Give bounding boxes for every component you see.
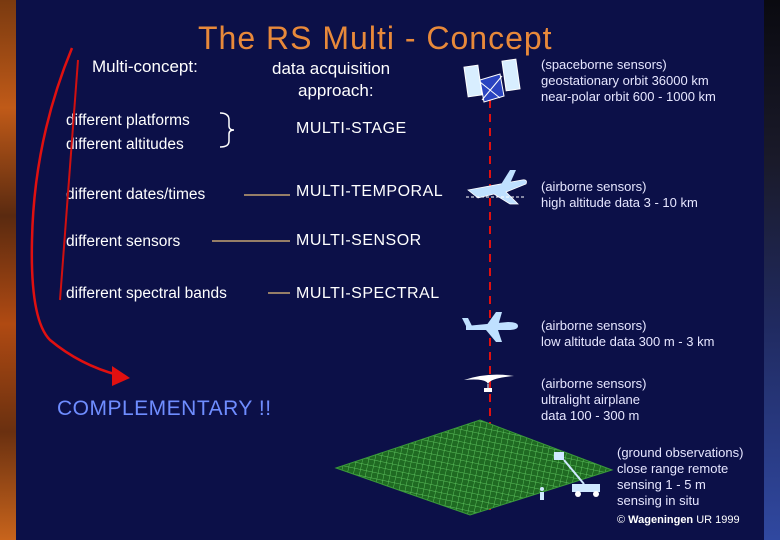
concept-sensors: different sensors [66, 233, 181, 250]
airborne-low-label: (airborne sensors) low altitude data 300… [541, 318, 714, 350]
ground-label: (ground observations) close range remote… [617, 445, 743, 509]
person-icon [540, 487, 544, 500]
data-acquisition-header-line2: approach: [298, 81, 374, 100]
left-photo-strip [0, 0, 16, 540]
stage-multi-temporal: MULTI-TEMPORAL [296, 183, 444, 200]
ground-field [334, 419, 614, 516]
airborne-low-line2: low altitude data 300 m - 3 km [541, 334, 715, 349]
jet-icon [467, 170, 527, 205]
copyright-symbol: © [617, 514, 626, 526]
ground-line1: (ground observations) [617, 445, 744, 460]
slide-title: The RS Multi - Concept [198, 20, 553, 56]
airplane-icon [462, 312, 518, 342]
ultralight-label: (airborne sensors) ultralight airplane d… [541, 376, 647, 424]
ultralight-line2: ultralight airplane [541, 392, 641, 407]
data-acquisition-header-line1: data acquisition [272, 59, 391, 78]
ultralight-line1: (airborne sensors) [541, 376, 647, 391]
spaceborne-line3: near-polar orbit 600 - 1000 km [541, 89, 716, 104]
concept-altitudes: different altitudes [66, 136, 184, 153]
brace-icon [219, 112, 235, 148]
airborne-low-line1: (airborne sensors) [541, 318, 647, 333]
concept-platforms: different platforms [66, 112, 190, 129]
ultralight-icon [464, 374, 514, 392]
stage-multi-spectral: MULTI-SPECTRAL [296, 285, 440, 302]
airborne-high-line1: (airborne sensors) [541, 179, 647, 194]
red-arrow-tail [59, 59, 79, 301]
satellite-icon [463, 58, 521, 103]
spaceborne-line2: geostationary orbit 36000 km [541, 73, 709, 88]
ultralight-line3: data 100 - 300 m [541, 408, 640, 423]
airborne-high-label: (airborne sensors) high altitude data 3 … [541, 179, 698, 211]
right-photo-strip [764, 0, 780, 540]
red-curved-arrow [30, 47, 119, 377]
stage-multi-sensor: MULTI-SENSOR [296, 232, 422, 249]
cherry-picker-icon [554, 452, 600, 497]
ground-line4: sensing in situ [617, 493, 700, 508]
arrow-head-icon [112, 366, 130, 386]
multi-concept-header: Multi-concept: [92, 57, 198, 76]
complementary-text: COMPLEMENTARY !! [57, 397, 272, 420]
stage-multi-stage: MULTI-STAGE [296, 120, 407, 137]
spaceborne-line1: (spaceborne sensors) [541, 57, 667, 72]
copyright-rest: UR 1999 [696, 514, 740, 526]
concept-spectral: different spectral bands [66, 285, 227, 302]
copyright: © Wageningen UR 1999 [617, 514, 740, 526]
ground-line3: sensing 1 - 5 m [617, 477, 706, 492]
concept-dates: different dates/times [66, 186, 206, 203]
copyright-org: Wageningen [628, 514, 694, 526]
ground-line2: close range remote [617, 461, 729, 476]
spaceborne-label: (spaceborne sensors) geostationary orbit… [541, 57, 716, 105]
airborne-high-line2: high altitude data 3 - 10 km [541, 195, 698, 210]
